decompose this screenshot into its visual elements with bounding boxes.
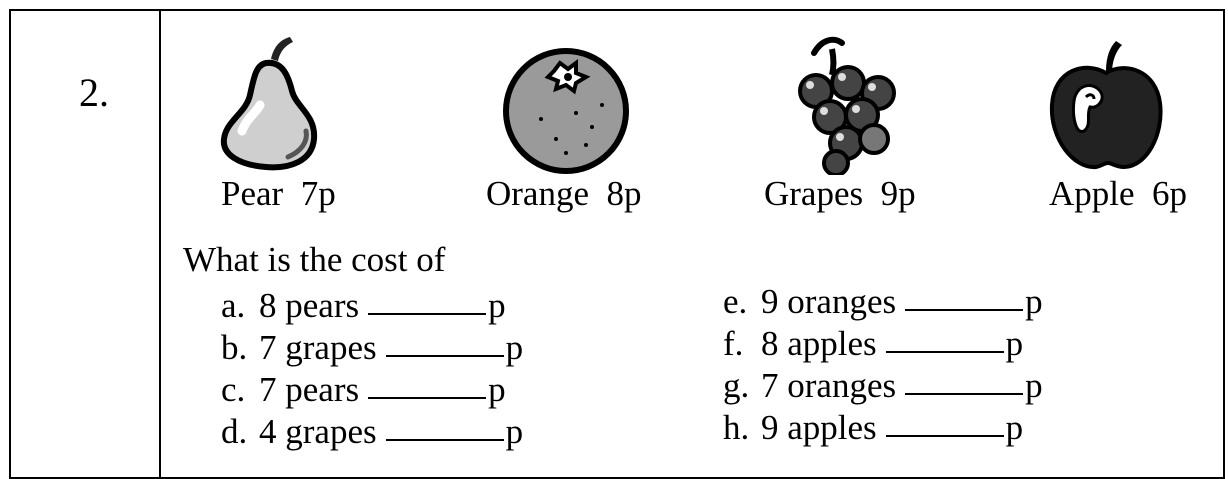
fruit-label-pear: Pear 7p <box>221 174 336 213</box>
list-item: a. 8 pears p <box>221 286 506 325</box>
question-number: 2. <box>79 70 109 115</box>
worksheet-table: 2. <box>9 9 1225 479</box>
fruit-label-orange: Orange 8p <box>486 174 642 213</box>
answer-blank[interactable] <box>905 392 1024 395</box>
list-item: g. 7 oranges p <box>723 366 1043 405</box>
answer-blank[interactable] <box>368 396 487 399</box>
answer-blank[interactable] <box>885 350 1004 353</box>
list-item: d. 4 grapes p <box>221 412 524 451</box>
pear-icon <box>216 35 386 175</box>
list-item: b. 7 grapes p <box>221 328 524 367</box>
list-item: f. 8 apples p <box>723 324 1024 363</box>
list-item: c. 7 pears p <box>221 370 506 409</box>
fruit-label-apple: Apple 6p <box>1049 174 1188 213</box>
answer-blank[interactable] <box>368 312 487 315</box>
right-item-list: e. 9 oranges p f. 8 apples p g. 7 orange… <box>723 281 1043 449</box>
apple-icon <box>1046 35 1216 175</box>
list-item: h. 9 apples p <box>723 408 1024 447</box>
answer-blank[interactable] <box>905 308 1024 311</box>
answer-blank[interactable] <box>385 354 504 357</box>
question-number-cell: 2. <box>11 11 161 477</box>
question-prompt: What is the cost of <box>183 240 446 279</box>
fruit-label-grapes: Grapes 9p <box>764 174 916 213</box>
orange-icon <box>496 35 666 175</box>
answer-blank[interactable] <box>885 434 1004 437</box>
list-item: e. 9 oranges p <box>723 282 1043 321</box>
answer-blank[interactable] <box>385 438 504 441</box>
left-item-list: a. 8 pears p b. 7 grapes p c. 7 pears p … <box>221 285 523 453</box>
grapes-icon <box>786 35 956 175</box>
